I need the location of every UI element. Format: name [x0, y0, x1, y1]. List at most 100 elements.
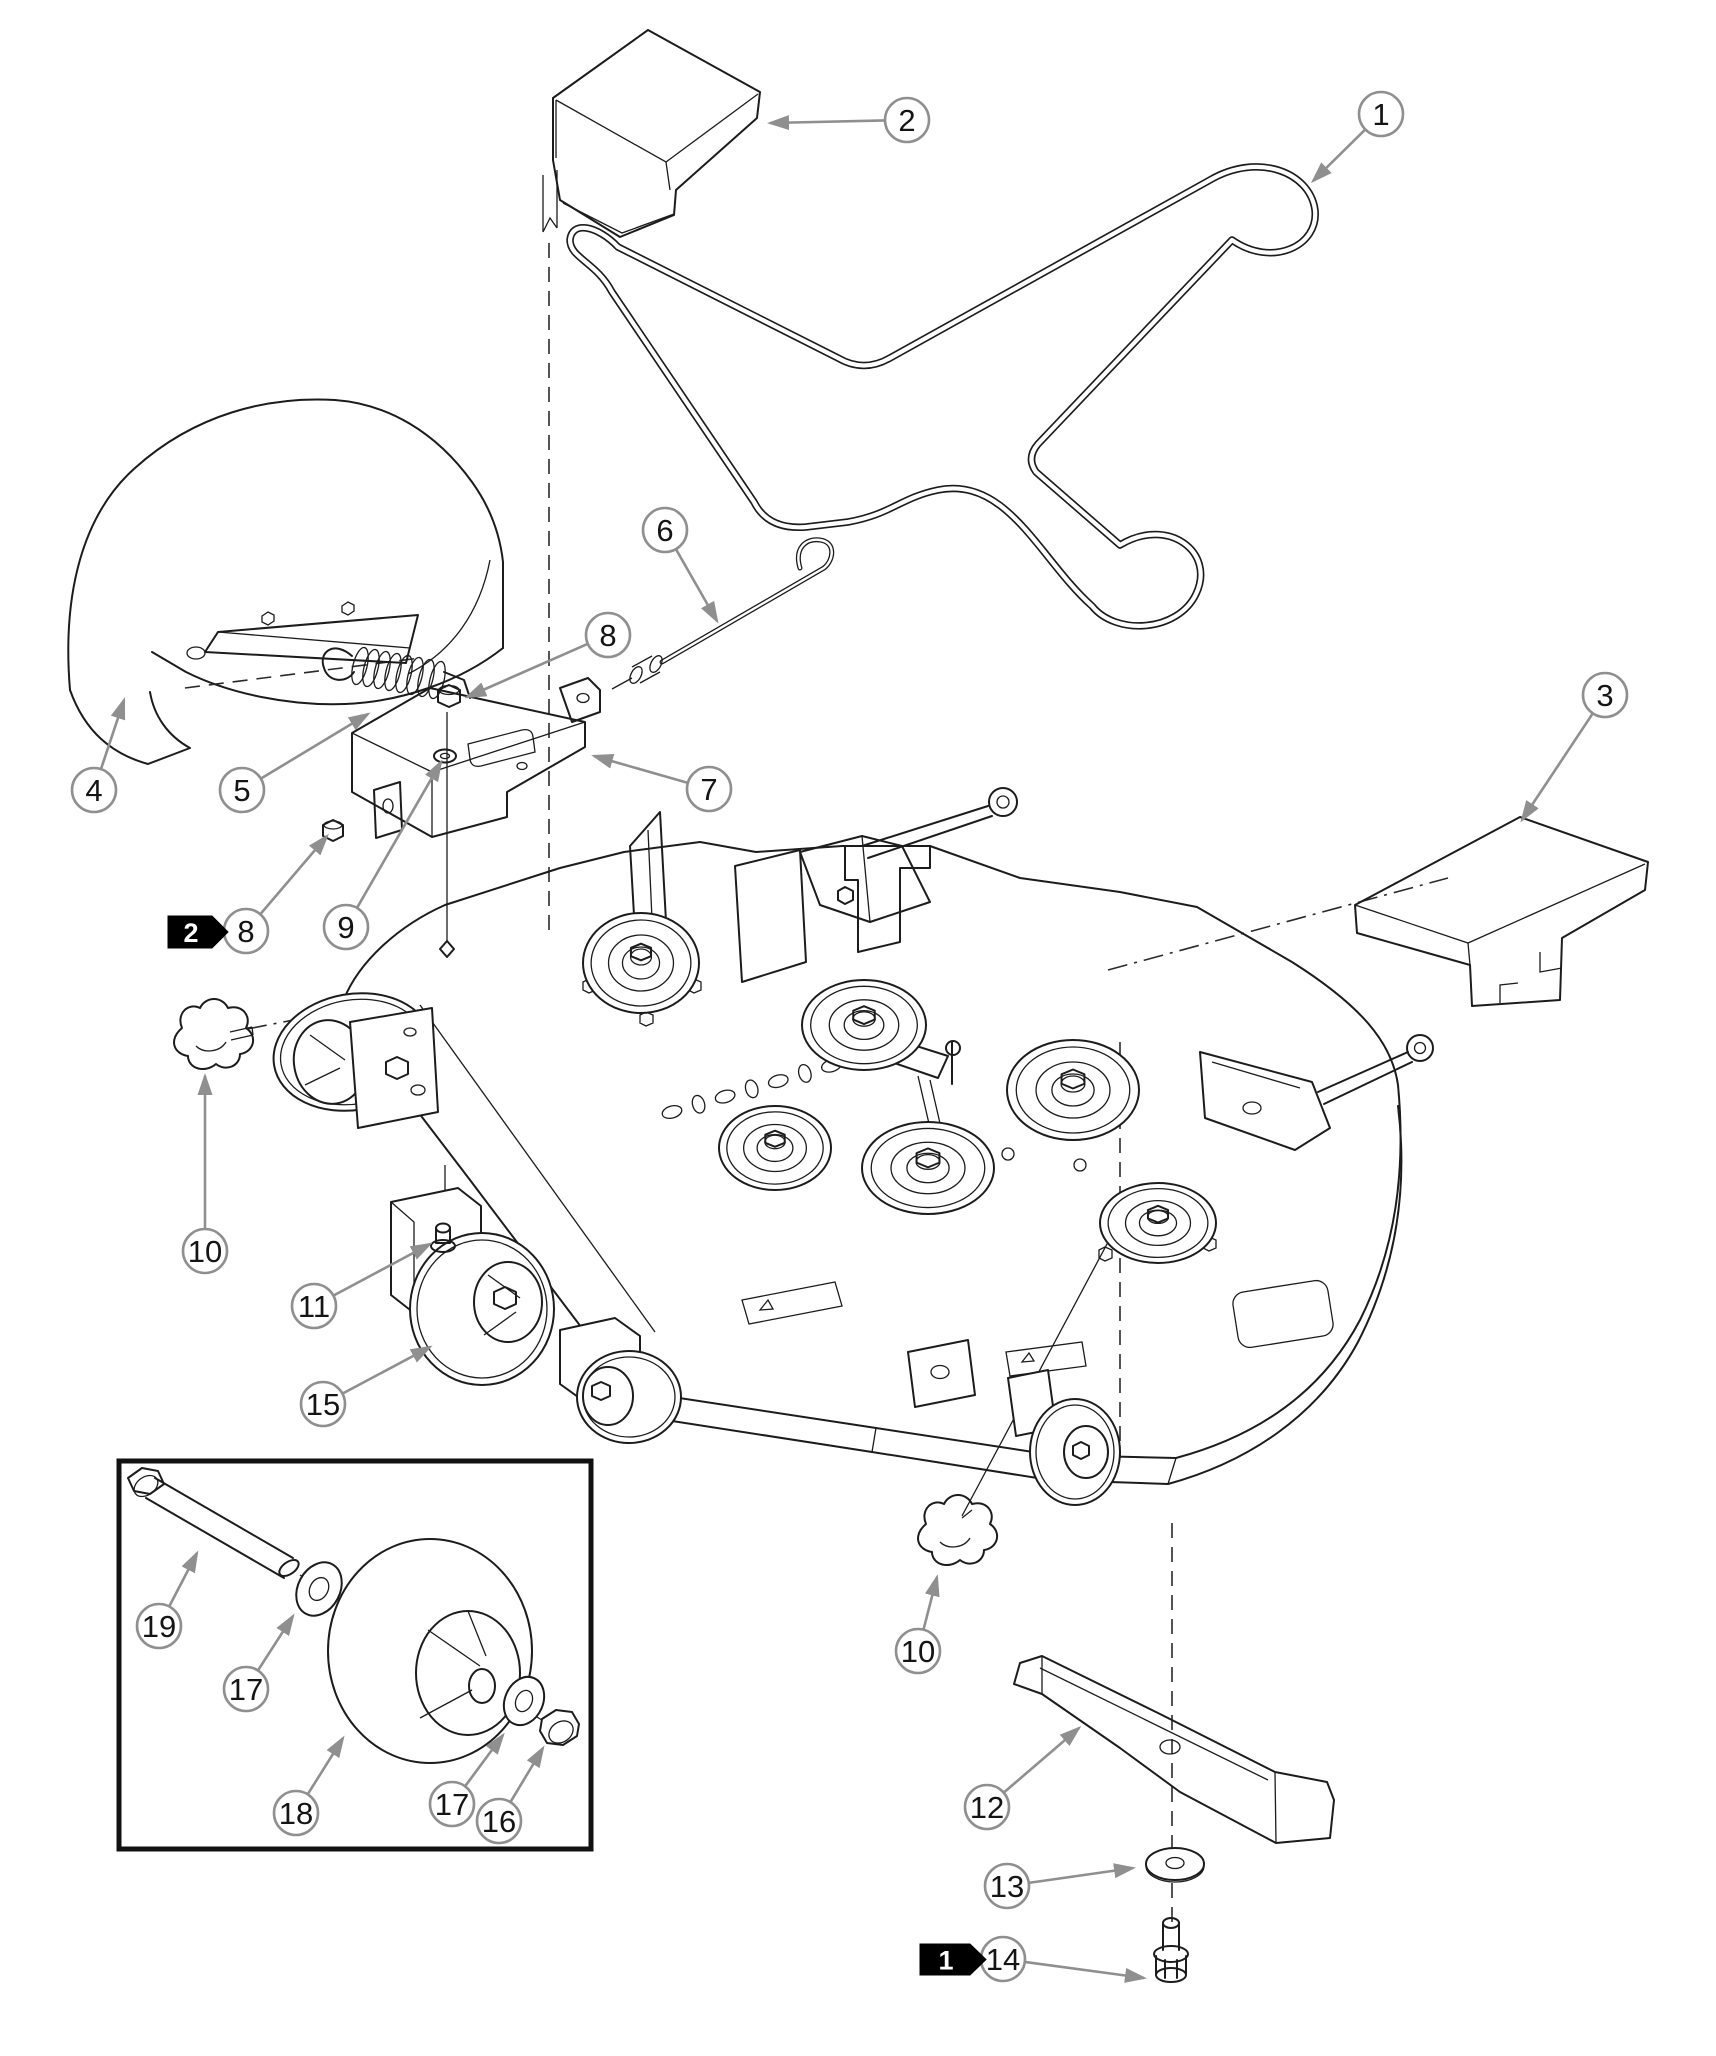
belt-cover — [542, 29, 761, 238]
callout-arrow — [99, 697, 126, 770]
callout-circle — [685, 765, 733, 813]
spindle-pulleys — [582, 912, 1217, 1264]
callout-arrow — [256, 1613, 295, 1672]
callout-15: 15 — [299, 1345, 433, 1428]
callout-number: 13 — [990, 1869, 1024, 1904]
chain-link — [661, 1104, 683, 1120]
callout-circle — [290, 1282, 338, 1330]
callout-arrow — [767, 115, 886, 131]
lift-rod — [611, 537, 835, 690]
deck-tab — [907, 1339, 976, 1408]
gauge-wheel-front-third — [559, 1317, 682, 1444]
callout-arrow — [1024, 1960, 1147, 1983]
callout-circle — [1357, 90, 1405, 138]
callout-5: 5 — [218, 712, 371, 814]
callout-3: 3 — [1520, 671, 1629, 823]
callout-number: 19 — [142, 1609, 176, 1644]
spring — [321, 646, 471, 700]
callout-1: 1 — [1310, 90, 1405, 184]
callout-number: 10 — [901, 1634, 935, 1669]
callout-10: 10 — [894, 1574, 942, 1675]
callout-arrow — [306, 1735, 345, 1796]
axle-washer-2 — [502, 1675, 546, 1727]
chain-link — [797, 1063, 812, 1083]
rear-hanger-bracket — [799, 787, 1018, 923]
callout-2: 2 — [767, 96, 931, 144]
lock-nut-top — [437, 684, 461, 708]
callout-arrow — [509, 1745, 545, 1803]
callout-circle — [135, 1602, 183, 1650]
callout-number: 17 — [229, 1672, 263, 1707]
v-belt — [566, 163, 1319, 630]
spindle-pulley — [718, 1105, 832, 1191]
discharge-chute — [67, 398, 504, 765]
callout-number: 6 — [656, 513, 673, 548]
flag-tag-shape — [919, 1943, 987, 1976]
square-hole-mark — [439, 940, 455, 958]
callout-8: 8 — [464, 611, 632, 699]
callout-13: 13 — [983, 1862, 1136, 1910]
callout-arrow — [260, 712, 371, 780]
gauge-wheel-front-upper — [272, 992, 439, 1129]
blade-bolt — [1153, 1917, 1189, 1983]
spindle-bolt — [1060, 1068, 1086, 1090]
callout-circle — [894, 1627, 942, 1675]
callout-10: 10 — [181, 1073, 229, 1275]
callout-number: 12 — [970, 1790, 1004, 1825]
callout-8: 8 — [222, 833, 329, 955]
callout-circle — [272, 1789, 320, 1837]
callout-16: 16 — [475, 1745, 545, 1845]
spindle-pulley — [1006, 1039, 1140, 1141]
callout-14: 14 — [979, 1935, 1147, 1983]
callout-number: 4 — [85, 773, 102, 808]
spindle-bolt — [1146, 1204, 1170, 1224]
chain-link — [691, 1094, 706, 1114]
callout-6: 6 — [641, 506, 719, 624]
spindle-bolt — [852, 1005, 876, 1026]
callout-arrow — [168, 1550, 199, 1608]
mower-blade — [1013, 1655, 1335, 1844]
callout-circle — [299, 1380, 347, 1428]
callout-circle — [983, 1862, 1031, 1910]
callout-number: 1 — [1372, 97, 1389, 132]
callout-number: 8 — [599, 618, 616, 653]
callout-circle — [322, 903, 370, 951]
flag-tag-shape — [167, 915, 229, 949]
axle-bolt — [127, 1467, 300, 1579]
carriage-bolt-washer — [433, 748, 457, 764]
callout-number: 16 — [482, 1804, 516, 1839]
callout-arrow — [922, 1574, 940, 1631]
mower-deck — [343, 787, 1434, 1485]
callout-number: 14 — [986, 1942, 1020, 1977]
spindle-pulley — [801, 979, 927, 1071]
pulley-cover — [1354, 816, 1649, 1007]
callout-circle — [1581, 671, 1629, 719]
chain-link — [767, 1074, 789, 1089]
callout-number: 7 — [700, 772, 717, 807]
flag-tag-1: 1 — [919, 1943, 987, 1976]
chute-hinge-bar — [204, 614, 419, 664]
callout-arrow — [355, 759, 443, 909]
callout-circle — [218, 766, 266, 814]
callout-arrow — [332, 1242, 433, 1297]
callout-arrow — [464, 1732, 505, 1788]
callout-arrow — [464, 642, 589, 699]
callout-19: 19 — [135, 1550, 199, 1650]
callout-number: 9 — [337, 910, 354, 945]
callout-arrow — [1002, 1726, 1082, 1794]
callout-4: 4 — [70, 697, 126, 814]
callout-17: 17 — [222, 1613, 295, 1713]
callout-arrow — [1310, 128, 1367, 184]
spindle-pulley — [582, 912, 700, 1014]
warning-labels — [741, 1279, 1334, 1377]
callout-circle — [963, 1783, 1011, 1831]
callout-circle — [222, 1665, 270, 1713]
callout-number: 15 — [306, 1387, 340, 1422]
callout-number: 3 — [1596, 678, 1613, 713]
callout-arrow — [1520, 712, 1594, 823]
gauge-wheel-rear — [1007, 1369, 1121, 1506]
callout-number: 2 — [898, 103, 915, 138]
spindle-pulley — [861, 1121, 995, 1215]
